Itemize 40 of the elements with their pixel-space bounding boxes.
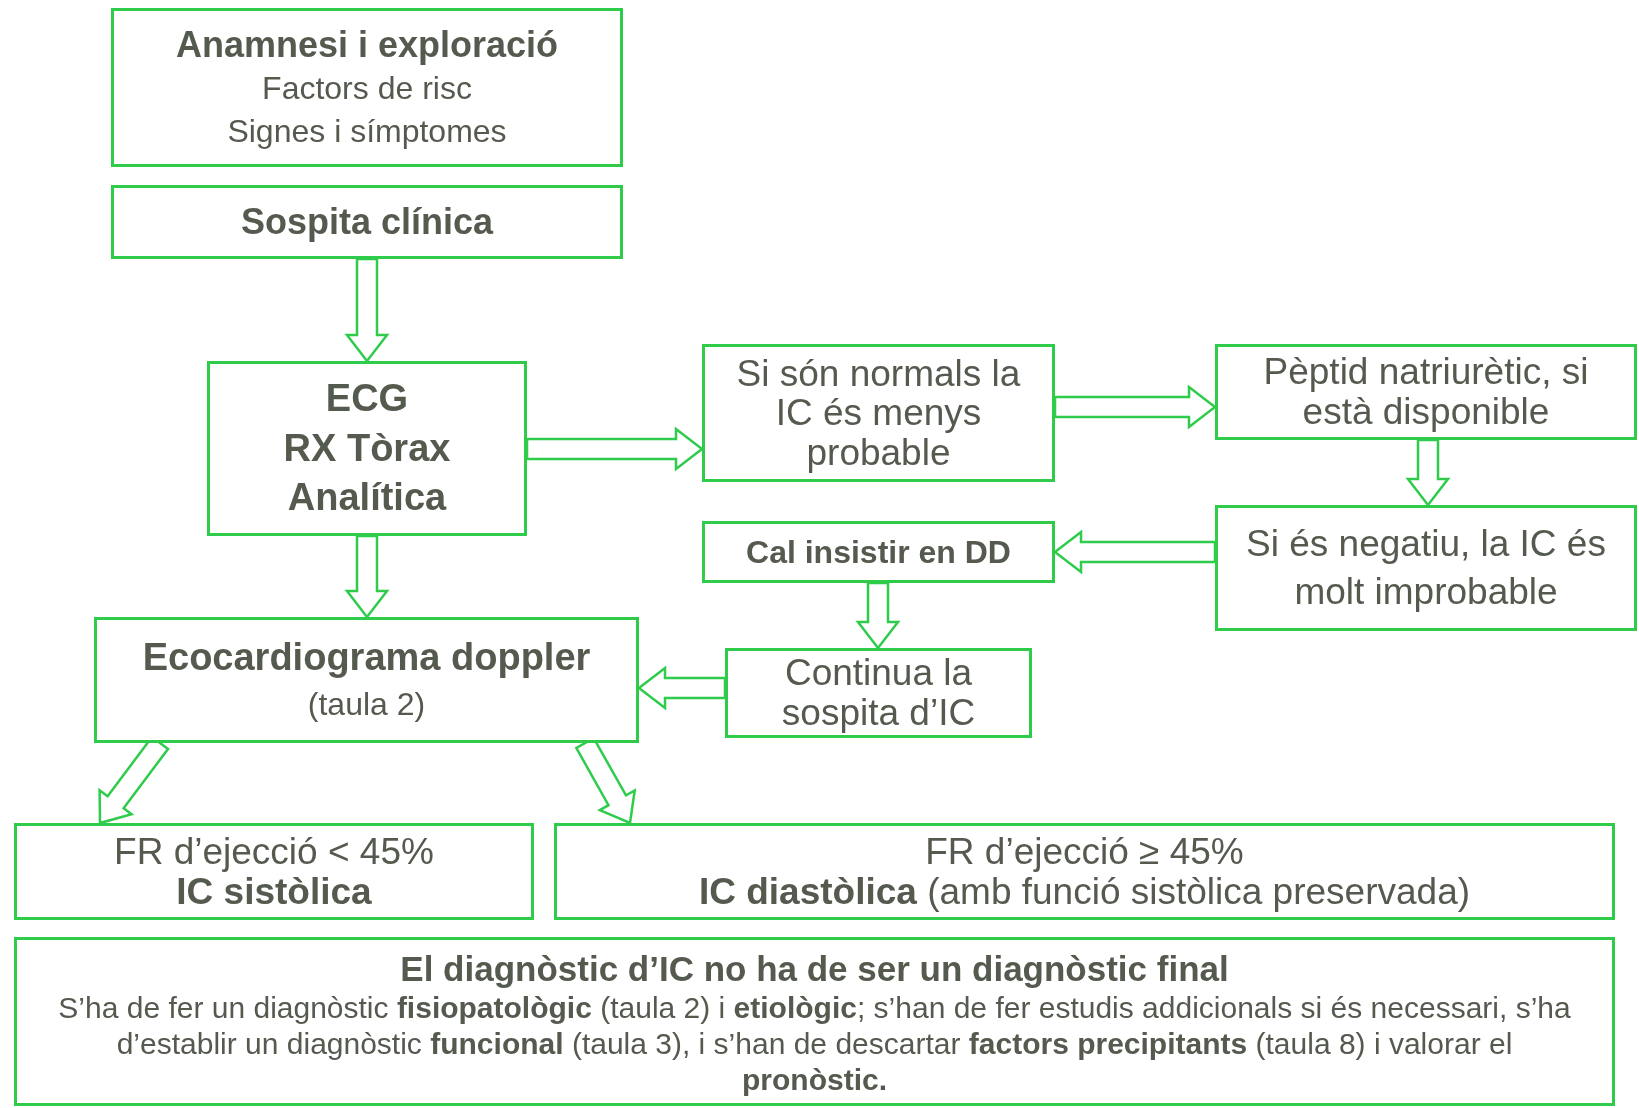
box-text: FR d’ejecció < 45% — [114, 831, 434, 872]
process-box — [14, 823, 534, 920]
box-text: Pèptid natriurètic, si està disponible — [1262, 352, 1590, 432]
box-text: Ecocardiograma doppler — [142, 634, 591, 680]
box-text: Cal insistir en DD — [746, 533, 1011, 572]
box-text: Sospita clínica — [240, 200, 494, 244]
block-arrow — [636, 665, 727, 711]
block-arrow — [1405, 438, 1451, 508]
box-text: Si són normals la IC és menys probable — [735, 353, 1022, 473]
process-box — [111, 185, 623, 259]
box-text: IC sistòlica — [176, 871, 372, 912]
process-box — [1215, 344, 1637, 440]
process-box — [1215, 505, 1637, 631]
process-box — [94, 617, 639, 743]
box-text: El diagnòstic d’IC no ha de ser un diagnòstic final — [400, 948, 1229, 990]
box-text: Signes i símptomes — [227, 112, 507, 151]
box-text: FR d’ejecció ≥ 45% — [925, 831, 1244, 872]
box-text: ECG — [325, 376, 409, 422]
process-box — [207, 361, 527, 536]
box-text: Analítica — [287, 475, 447, 521]
process-box — [702, 344, 1055, 482]
block-arrow — [1052, 529, 1217, 575]
box-text: Si és negatiu, la IC és molt improbable — [1245, 521, 1607, 614]
block-arrow — [344, 257, 390, 364]
box-text: Factors de risc — [262, 68, 472, 108]
process-box — [554, 823, 1615, 920]
box-text: Continua la sospita d’IC — [780, 653, 977, 733]
process-box — [111, 8, 623, 167]
process-box — [14, 937, 1615, 1106]
block-arrow — [855, 581, 901, 651]
box-text: (taula 2) — [307, 685, 426, 725]
process-box — [725, 648, 1032, 738]
box-text: S’ha de fer un diagnòstic fisiopatològic (taula 2) i etiològic; s’han de fer estudis addicionals si és necessari, s’ha d’establir un diagnòstic funcional (taula 3), i s’han de descartar factors precipitants (taula 8) i valorar el pronòstic. — [57, 990, 1572, 1098]
block-arrow — [525, 426, 705, 472]
box-text: Anamnesi i exploració — [175, 22, 559, 67]
process-box — [702, 521, 1055, 583]
box-text: IC diastòlica (amb funció sistòlica preservada) — [698, 871, 1471, 912]
block-arrow — [1053, 384, 1218, 430]
box-text: RX Tòrax — [283, 425, 451, 471]
block-arrow — [344, 534, 390, 620]
